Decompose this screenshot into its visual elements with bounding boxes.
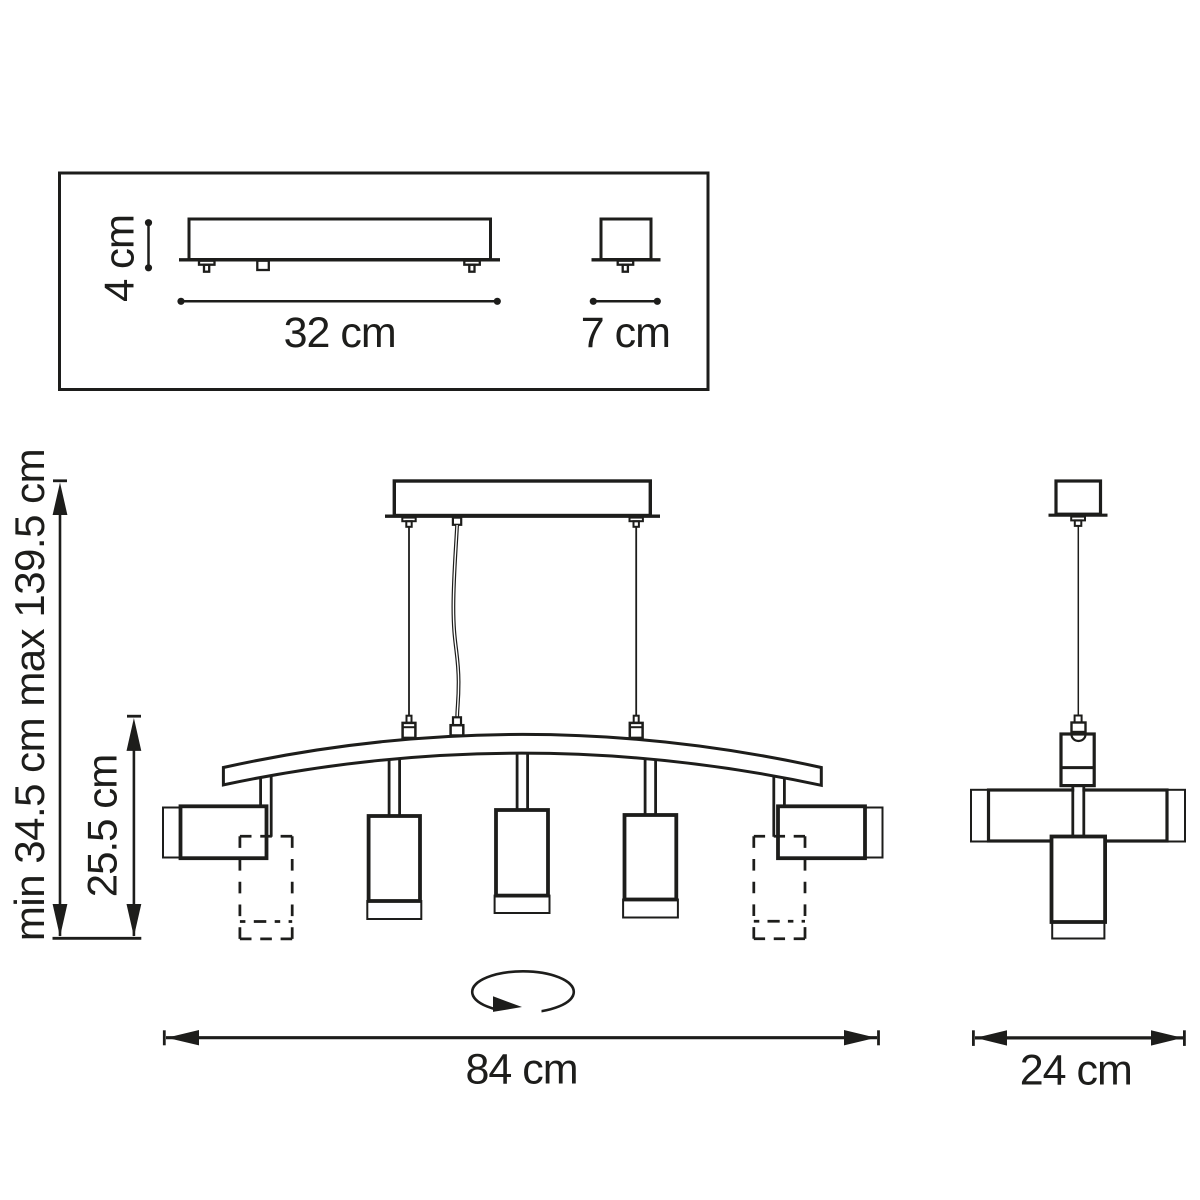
svg-text:32 cm: 32 cm [284, 309, 396, 357]
svg-text:4 cm: 4 cm [96, 215, 143, 302]
svg-text:min 34.5 cm max 139.5 cm: min 34.5 cm max 139.5 cm [6, 449, 53, 941]
svg-text:24 cm: 24 cm [1020, 1047, 1132, 1095]
svg-text:84 cm: 84 cm [465, 1046, 577, 1094]
svg-text:25.5 cm: 25.5 cm [79, 755, 126, 897]
svg-text:7 cm: 7 cm [581, 309, 670, 357]
